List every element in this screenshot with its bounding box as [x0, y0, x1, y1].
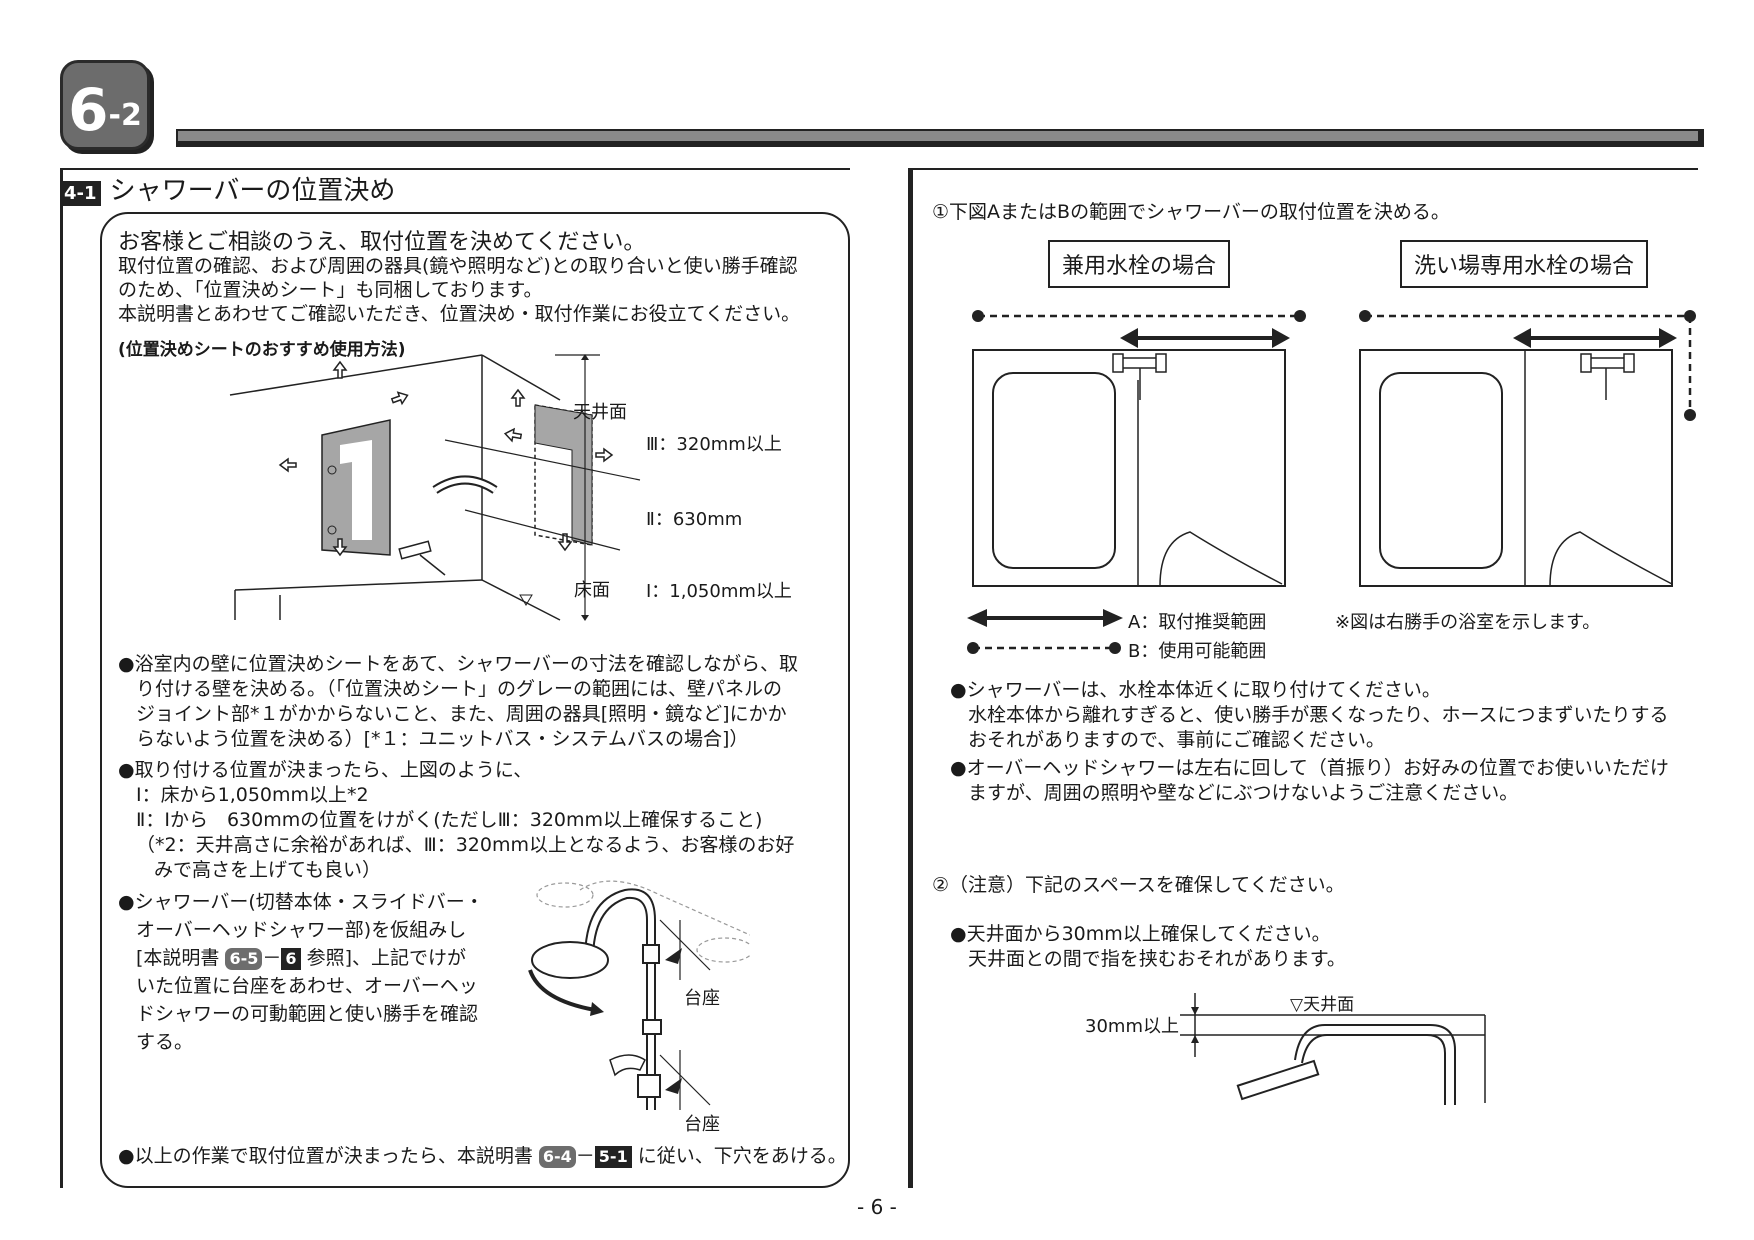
bullet3-text: [本説明書 [136, 947, 220, 969]
dimension-1: Ⅰ：1,050mm以上 [646, 581, 792, 602]
bullet2-line: Ⅱ：Ⅰから 630mmの位置をけがく(ただしⅢ：320mm以上確保すること) [136, 809, 763, 831]
arrow-up-icon [510, 388, 526, 407]
sheet-right [534, 404, 593, 546]
legend-a: A：取付推奨範囲 [1128, 612, 1267, 633]
item1: ①下図AまたはBの範囲でシャワーバーの取付位置を決める。 [932, 201, 1450, 223]
plan-combined-faucet [972, 310, 1306, 587]
arrow-right-icon [595, 447, 614, 463]
position-sheet-diagram [229, 354, 641, 621]
ref-dash: － [575, 1145, 595, 1167]
bathroom-plan-diagrams [972, 310, 1696, 587]
bullet2-line: Ⅰ：床から1,050mm以上*2 [136, 784, 369, 806]
bullet1-line: り付ける壁を決める。（「位置決めシート」のグレーの範囲には、壁パネルの [136, 678, 783, 700]
case-a-label: 兼用水栓の場合 [1048, 240, 1231, 288]
bullet2-line: ●取り付ける位置が決まったら、上図のように、 [118, 759, 533, 781]
bullet3-line-refs: [本説明書 6-5－6 参照]、上記でけが [136, 946, 466, 971]
ceiling-clearance-diagram [1180, 993, 1486, 1105]
label-floor: 床面 [574, 580, 610, 601]
dimension-2: Ⅱ：630mm [646, 509, 743, 530]
ref-badge: 6-4 [538, 1146, 576, 1168]
bullet3-line: いた位置に台座をあわせ、オーバーヘッ [136, 975, 478, 997]
ceiling-label: ▽天井面 [1290, 995, 1355, 1015]
shower-bar-illustration [528, 880, 750, 1110]
sheet-usage-label: (位置決めシートのおすすめ使用方法) [118, 340, 406, 360]
box-heading: お客様とご相談のうえ、取付位置を決めてください。 [118, 230, 646, 255]
bullet-c-line: 天井面との間で指を挟むおそれがあります。 [968, 948, 1346, 970]
bullet-b-line: ますが、周囲の照明や壁などにぶつけないようご注意ください。 [968, 782, 1519, 804]
pedestal-label: 台座 [684, 988, 720, 1009]
chapter-number: 6 [68, 76, 109, 144]
instruction-box [100, 212, 850, 1188]
chapter-subnumber: -2 [108, 98, 142, 133]
shower-head-icon [1236, 1059, 1320, 1101]
shower-head-icon [531, 941, 609, 979]
header-rule [176, 129, 1704, 147]
page-number: - 6 - [857, 1195, 897, 1219]
clearance-label: 30mm以上 [1085, 1016, 1179, 1037]
arrow-left-icon [278, 457, 297, 473]
left-column-rule [60, 168, 850, 170]
intro-line: のため、「位置決めシート」も同梱しております。 [118, 279, 543, 301]
section-title: シャワーバーの位置決め [109, 176, 396, 206]
item2: ②（注意）下記のスペースを確保してください。 [932, 874, 1345, 896]
arrow-right-icon [390, 391, 409, 406]
bullet1-line: ●浴室内の壁に位置決めシートをあて、シャワーバーの寸法を確認しながら、取 [118, 653, 799, 675]
bullet3-line: する。 [136, 1031, 194, 1053]
final-instruction: ●以上の作業で取付位置が決まったら、本説明書 6-4－5-1 に従い、下穴をあけ… [118, 1144, 847, 1169]
ref-badge: 6-5 [225, 948, 263, 970]
section-number: 4-1 [60, 181, 101, 206]
bullet1-line: らないよう位置を決める）[*１：ユニットバス・システムバスの場合]） [136, 728, 749, 750]
faucet-icon [1112, 353, 1167, 400]
hand-icon [609, 1054, 646, 1077]
bullet2-line: みで高さを上げても良い） [154, 859, 382, 881]
bullet-a-line: おそれがありますので、事前にご確認ください。 [968, 729, 1385, 751]
arrow-down-icon [332, 538, 348, 557]
chapter-badge: 6-2 [60, 60, 150, 150]
faucet-icon [1580, 353, 1635, 400]
bullet-c-line: ●天井面から30mm以上確保してください。 [950, 923, 1331, 945]
sheet-left [321, 419, 391, 556]
intro-line: 取付位置の確認、および周囲の器具(鏡や照明など)との取り合いと使い勝手確認 [118, 255, 798, 277]
bullet1-line: ジョイント部*１がかからないこと、また、周囲の器具[照明・鏡など]にかか [136, 703, 787, 725]
arrow-left-icon [503, 427, 523, 443]
dimension-3: Ⅲ：320mm以上 [646, 434, 782, 455]
section-heading: 4-1 シャワーバーの位置決め [60, 170, 395, 207]
bullet3-line: ●シャワーバー(切替本体・スライドバー・ [118, 891, 484, 913]
faucet-icon [398, 540, 446, 576]
right-column-edge [908, 168, 913, 1188]
intro-line: 本説明書とあわせてご確認いただき、位置決め・取付作業にお役立てください。 [118, 303, 801, 325]
bullet-a-line: ●シャワーバーは、水栓本体近くに取り付けてください。 [950, 679, 1441, 701]
final-text: ●以上の作業で取付位置が決まったら、本説明書 [118, 1145, 533, 1167]
right-column-rule [908, 168, 1698, 170]
bullet3-text: 参照]、上記でけが [306, 947, 466, 969]
pedestal-label: 台座 [684, 1114, 720, 1135]
plan-washing-area-faucet [1359, 310, 1696, 587]
final-text: に従い、下穴をあける。 [637, 1145, 847, 1167]
label-ceiling: 天井面 [573, 402, 627, 423]
note-right-hand: ※図は右勝手の浴室を示します。 [1335, 612, 1601, 633]
legend-range-b-icon [967, 642, 1121, 654]
legend-range-a-icon [967, 609, 1123, 627]
bullet2-line: （*2：天井高さに余裕があれば、Ⅲ：320mm以上となるよう、お客様のお好 [136, 834, 795, 856]
arrow-down-icon [557, 533, 573, 552]
left-column-edge [60, 168, 63, 1188]
bullet-a-line: 水栓本体から離れすぎると、使い勝手が悪くなったり、ホースにつまずいたりする [968, 704, 1669, 726]
bullet3-line: ドシャワーの可動範囲と使い勝手を確認 [136, 1003, 479, 1025]
case-b-label: 洗い場専用水栓の場合 [1400, 240, 1649, 288]
ref-badge: 6 [281, 948, 301, 970]
bullet-b-line: ●オーバーヘッドシャワーは左右に回して（首振り）お好みの位置でお使いいただけ [950, 757, 1669, 779]
ref-dash: － [262, 947, 282, 969]
ref-badge: 5-1 [594, 1146, 632, 1168]
bullet3-line: オーバーヘッドシャワー部)を仮組みし [136, 919, 467, 941]
arrow-up-icon [332, 360, 348, 379]
legend-b: B：使用可能範囲 [1128, 641, 1267, 662]
